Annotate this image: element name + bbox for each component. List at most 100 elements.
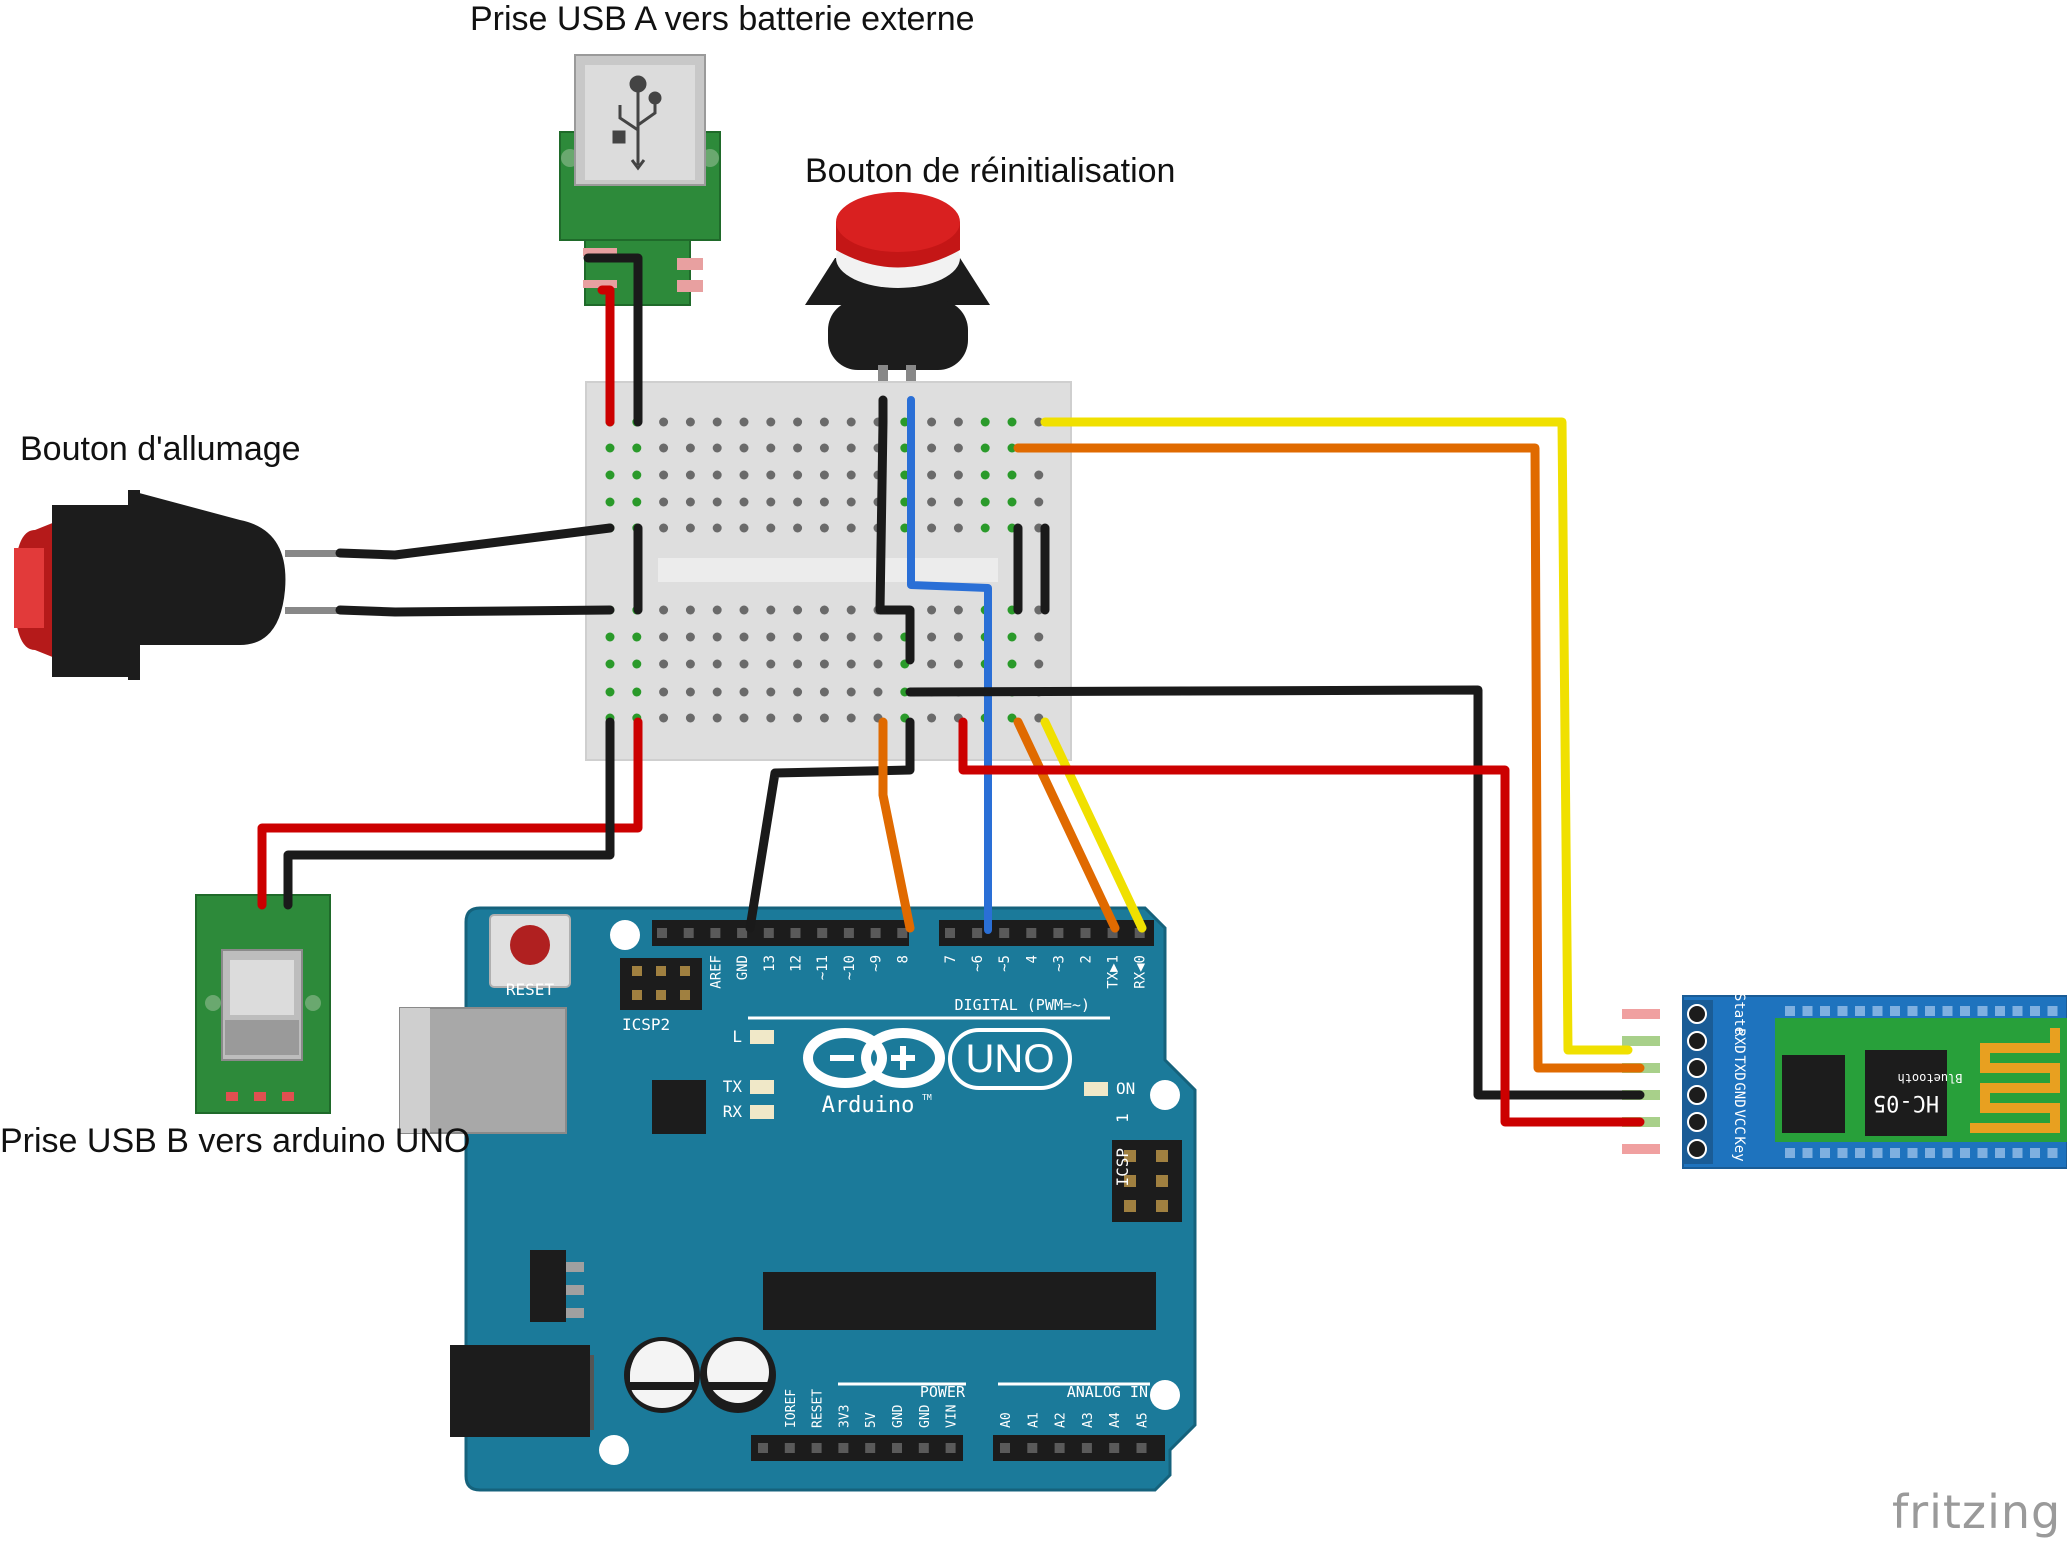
- power-pin-label: VIN: [945, 1405, 960, 1428]
- breadboard-hole: [873, 659, 883, 669]
- header-pin: [892, 1443, 902, 1453]
- breadboard-hole: [739, 713, 749, 723]
- breadboard-hole: [712, 417, 722, 427]
- header-pin: [657, 928, 667, 938]
- power-analog-header-pins: [758, 1443, 1147, 1453]
- breadboard-hole: [605, 443, 615, 453]
- header-pin: [758, 1443, 768, 1453]
- header-pin: [1081, 1443, 1092, 1453]
- breadboard-hole: [793, 659, 803, 669]
- wire-reset-black: [875, 395, 915, 665]
- usb-a-label: Prise USB A vers batterie externe: [470, 0, 975, 38]
- wire-switch-2: [335, 605, 615, 617]
- breadboard-hole: [605, 659, 615, 669]
- power-pin-label: GND: [891, 1404, 906, 1428]
- breadboard-hole: [766, 417, 776, 427]
- breadboard-hole: [766, 659, 776, 669]
- hc05-pin-label: State: [1731, 993, 1747, 1035]
- digital-pin-label: ~10: [842, 955, 858, 980]
- reset-button-label: Bouton de réinitialisation: [805, 152, 1176, 190]
- hc05-pin-pad: [1687, 1139, 1707, 1159]
- breadboard-hole: [927, 659, 937, 669]
- digital-pin-label: 7: [943, 955, 959, 963]
- breadboard-hole: [819, 659, 829, 669]
- analog-pin-label: A1: [1026, 1412, 1041, 1428]
- digital-pin-label: 12: [789, 955, 805, 972]
- logo-arduino-text: Arduino: [822, 1093, 915, 1118]
- hc05-pin-label: GND: [1731, 1082, 1747, 1107]
- breadboard-hole: [846, 605, 856, 615]
- arduino-logo: [803, 1028, 1072, 1090]
- breadboard-hole: [819, 443, 829, 453]
- breadboard-hole: [846, 470, 856, 480]
- digital-pin-label: ~5: [997, 955, 1013, 972]
- usb-b-label: Prise USB B vers arduino UNO: [0, 1122, 471, 1160]
- hc05-pad: [1977, 1148, 1988, 1158]
- breadboard-hole: [793, 417, 803, 427]
- power-button-label: Bouton d'allumage: [20, 430, 301, 468]
- digital-pin-label: TX▶1: [1106, 955, 1122, 989]
- breadboard-holes: [605, 417, 1044, 723]
- analog-pin-label: A5: [1136, 1412, 1151, 1428]
- hc05-pad: [1942, 1006, 1953, 1016]
- breadboard-hole: [739, 605, 749, 615]
- breadboard-hole: [712, 470, 722, 480]
- breadboard-hole: [685, 632, 695, 642]
- breadboard-hole: [819, 605, 829, 615]
- breadboard-hole: [685, 417, 695, 427]
- breadboard-hole: [793, 687, 803, 697]
- hc05-pad: [1785, 1148, 1795, 1158]
- header-pin: [1080, 928, 1091, 938]
- breadboard-hole: [739, 659, 749, 669]
- hc05-pin-label: TXD: [1731, 1055, 1747, 1080]
- header-pin: [897, 928, 908, 938]
- header-pin: [1054, 1443, 1065, 1453]
- breadboard-hole: [766, 523, 776, 533]
- breadboard-hole: [685, 605, 695, 615]
- breadboard-hole: [739, 687, 749, 697]
- arduino-uno-board: RESET ICSP2 ICSP 1 DIGITAL (PWM=~) L TX …: [399, 906, 1197, 1492]
- header-pin: [1136, 1443, 1147, 1453]
- breadboard-hole: [953, 497, 963, 507]
- breadboard-hole: [766, 605, 776, 615]
- breadboard-hole: [1034, 659, 1044, 669]
- header-pin: [1026, 928, 1037, 938]
- hc05-pad: [1907, 1006, 1918, 1016]
- icsp-label: ICSP: [1113, 1148, 1132, 1187]
- breadboard-hole: [819, 713, 829, 723]
- hc05-pin-pad: [1687, 1085, 1707, 1105]
- breadboard-hole: [739, 417, 749, 427]
- breadboard-hole: [793, 443, 803, 453]
- hc05-pad: [1925, 1006, 1935, 1016]
- breadboard-hole: [793, 713, 803, 723]
- breadboard-hole: [819, 497, 829, 507]
- icsp-pin1-label: 1: [1113, 1113, 1132, 1123]
- hc05-pads: [1785, 1006, 2058, 1158]
- header-pin: [811, 1443, 822, 1453]
- power-rocker-switch: [14, 490, 340, 680]
- breadboard-hole: [659, 632, 669, 642]
- digital-pin-label: ~11: [815, 955, 831, 980]
- analog-pin-label: A2: [1054, 1412, 1069, 1428]
- hc05-pad: [1837, 1148, 1848, 1158]
- header-pin: [972, 928, 983, 938]
- digital-pin-label: GND: [735, 955, 751, 980]
- hc05-pad: [2030, 1006, 2040, 1016]
- power-pin-label: GND: [918, 1404, 933, 1428]
- header-pin: [737, 928, 748, 938]
- breadboard-hole: [819, 687, 829, 697]
- breadboard-hole: [846, 713, 856, 723]
- breadboard-hole: [712, 523, 722, 533]
- breadboard-hole: [819, 417, 829, 427]
- breadboard-hole: [766, 632, 776, 642]
- reset-pushbutton: [805, 192, 990, 405]
- breadboard-hole: [1007, 417, 1017, 427]
- breadboard-hole: [846, 687, 856, 697]
- hc05-pin: [1622, 1144, 1660, 1154]
- usb-a-module: [559, 54, 721, 306]
- led-tx-label: TX: [723, 1077, 743, 1096]
- breadboard-hole: [685, 687, 695, 697]
- breadboard-hole: [659, 443, 669, 453]
